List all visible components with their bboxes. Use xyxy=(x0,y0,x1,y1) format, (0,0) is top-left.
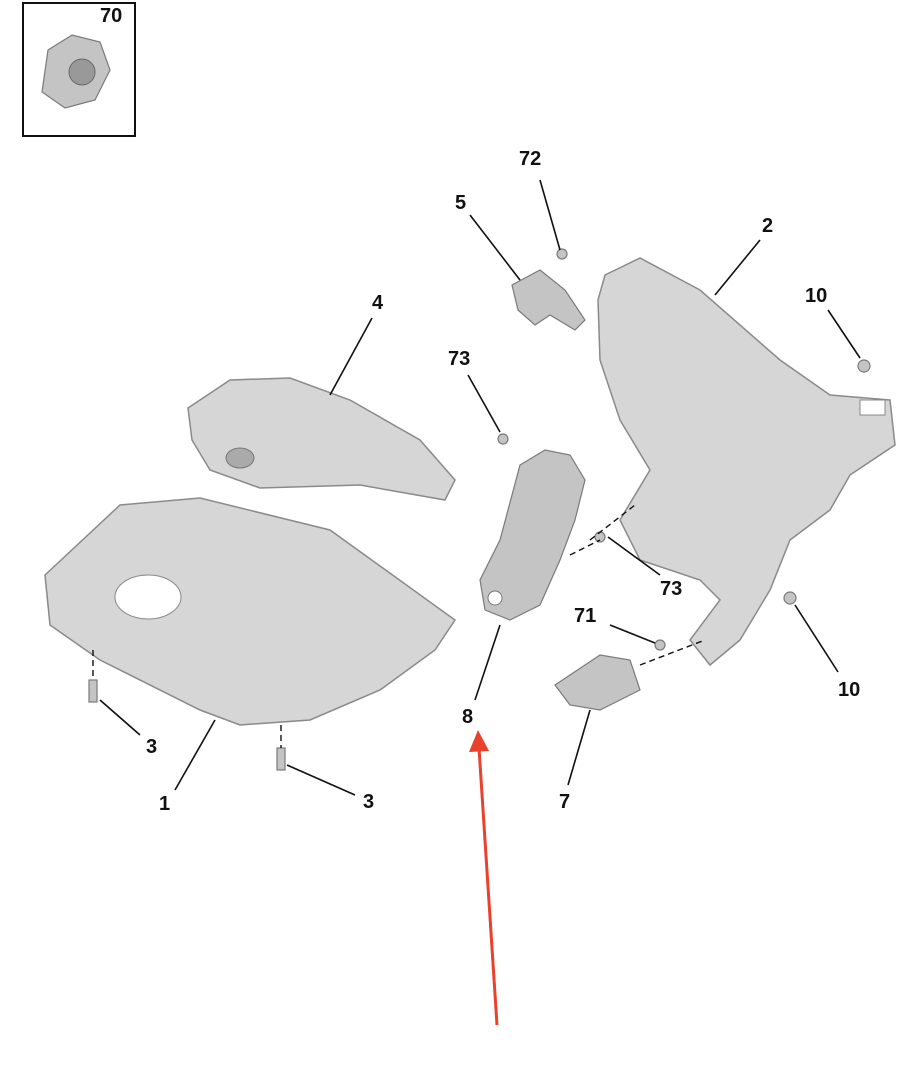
label-8: 8 xyxy=(462,706,473,728)
label-70: 70 xyxy=(100,5,122,27)
label-10-lower: 10 xyxy=(838,679,860,701)
part-8-bracket xyxy=(479,449,586,621)
label-3-left: 3 xyxy=(146,736,157,758)
label-3-right: 3 xyxy=(363,791,374,813)
label-73-lower: 73 xyxy=(660,578,682,600)
part-3-stud-left xyxy=(88,679,98,703)
part-10-nut-lower xyxy=(783,591,797,605)
part-70-inset: 70 xyxy=(22,2,136,137)
label-2: 2 xyxy=(762,215,773,237)
label-7: 7 xyxy=(559,791,570,813)
label-10-upper: 10 xyxy=(805,285,827,307)
label-5: 5 xyxy=(455,192,466,214)
part-1-cover xyxy=(44,497,457,726)
part-71-bolt xyxy=(654,639,666,651)
label-71: 71 xyxy=(574,605,596,627)
label-73-upper: 73 xyxy=(448,348,470,370)
part-73-bolt-upper xyxy=(497,433,509,445)
red-arrow-icon xyxy=(469,730,499,1026)
label-72: 72 xyxy=(519,148,541,170)
part-5-bracket xyxy=(511,269,586,331)
part-72-bolt xyxy=(556,248,568,260)
part-10-nut-upper xyxy=(857,359,871,373)
label-1: 1 xyxy=(159,793,170,815)
part-2-heat-shield xyxy=(597,257,896,667)
part-7-mount xyxy=(554,654,641,711)
part-3-stud-right xyxy=(276,747,286,771)
part-4-cover xyxy=(187,377,456,501)
label-4: 4 xyxy=(372,292,384,314)
